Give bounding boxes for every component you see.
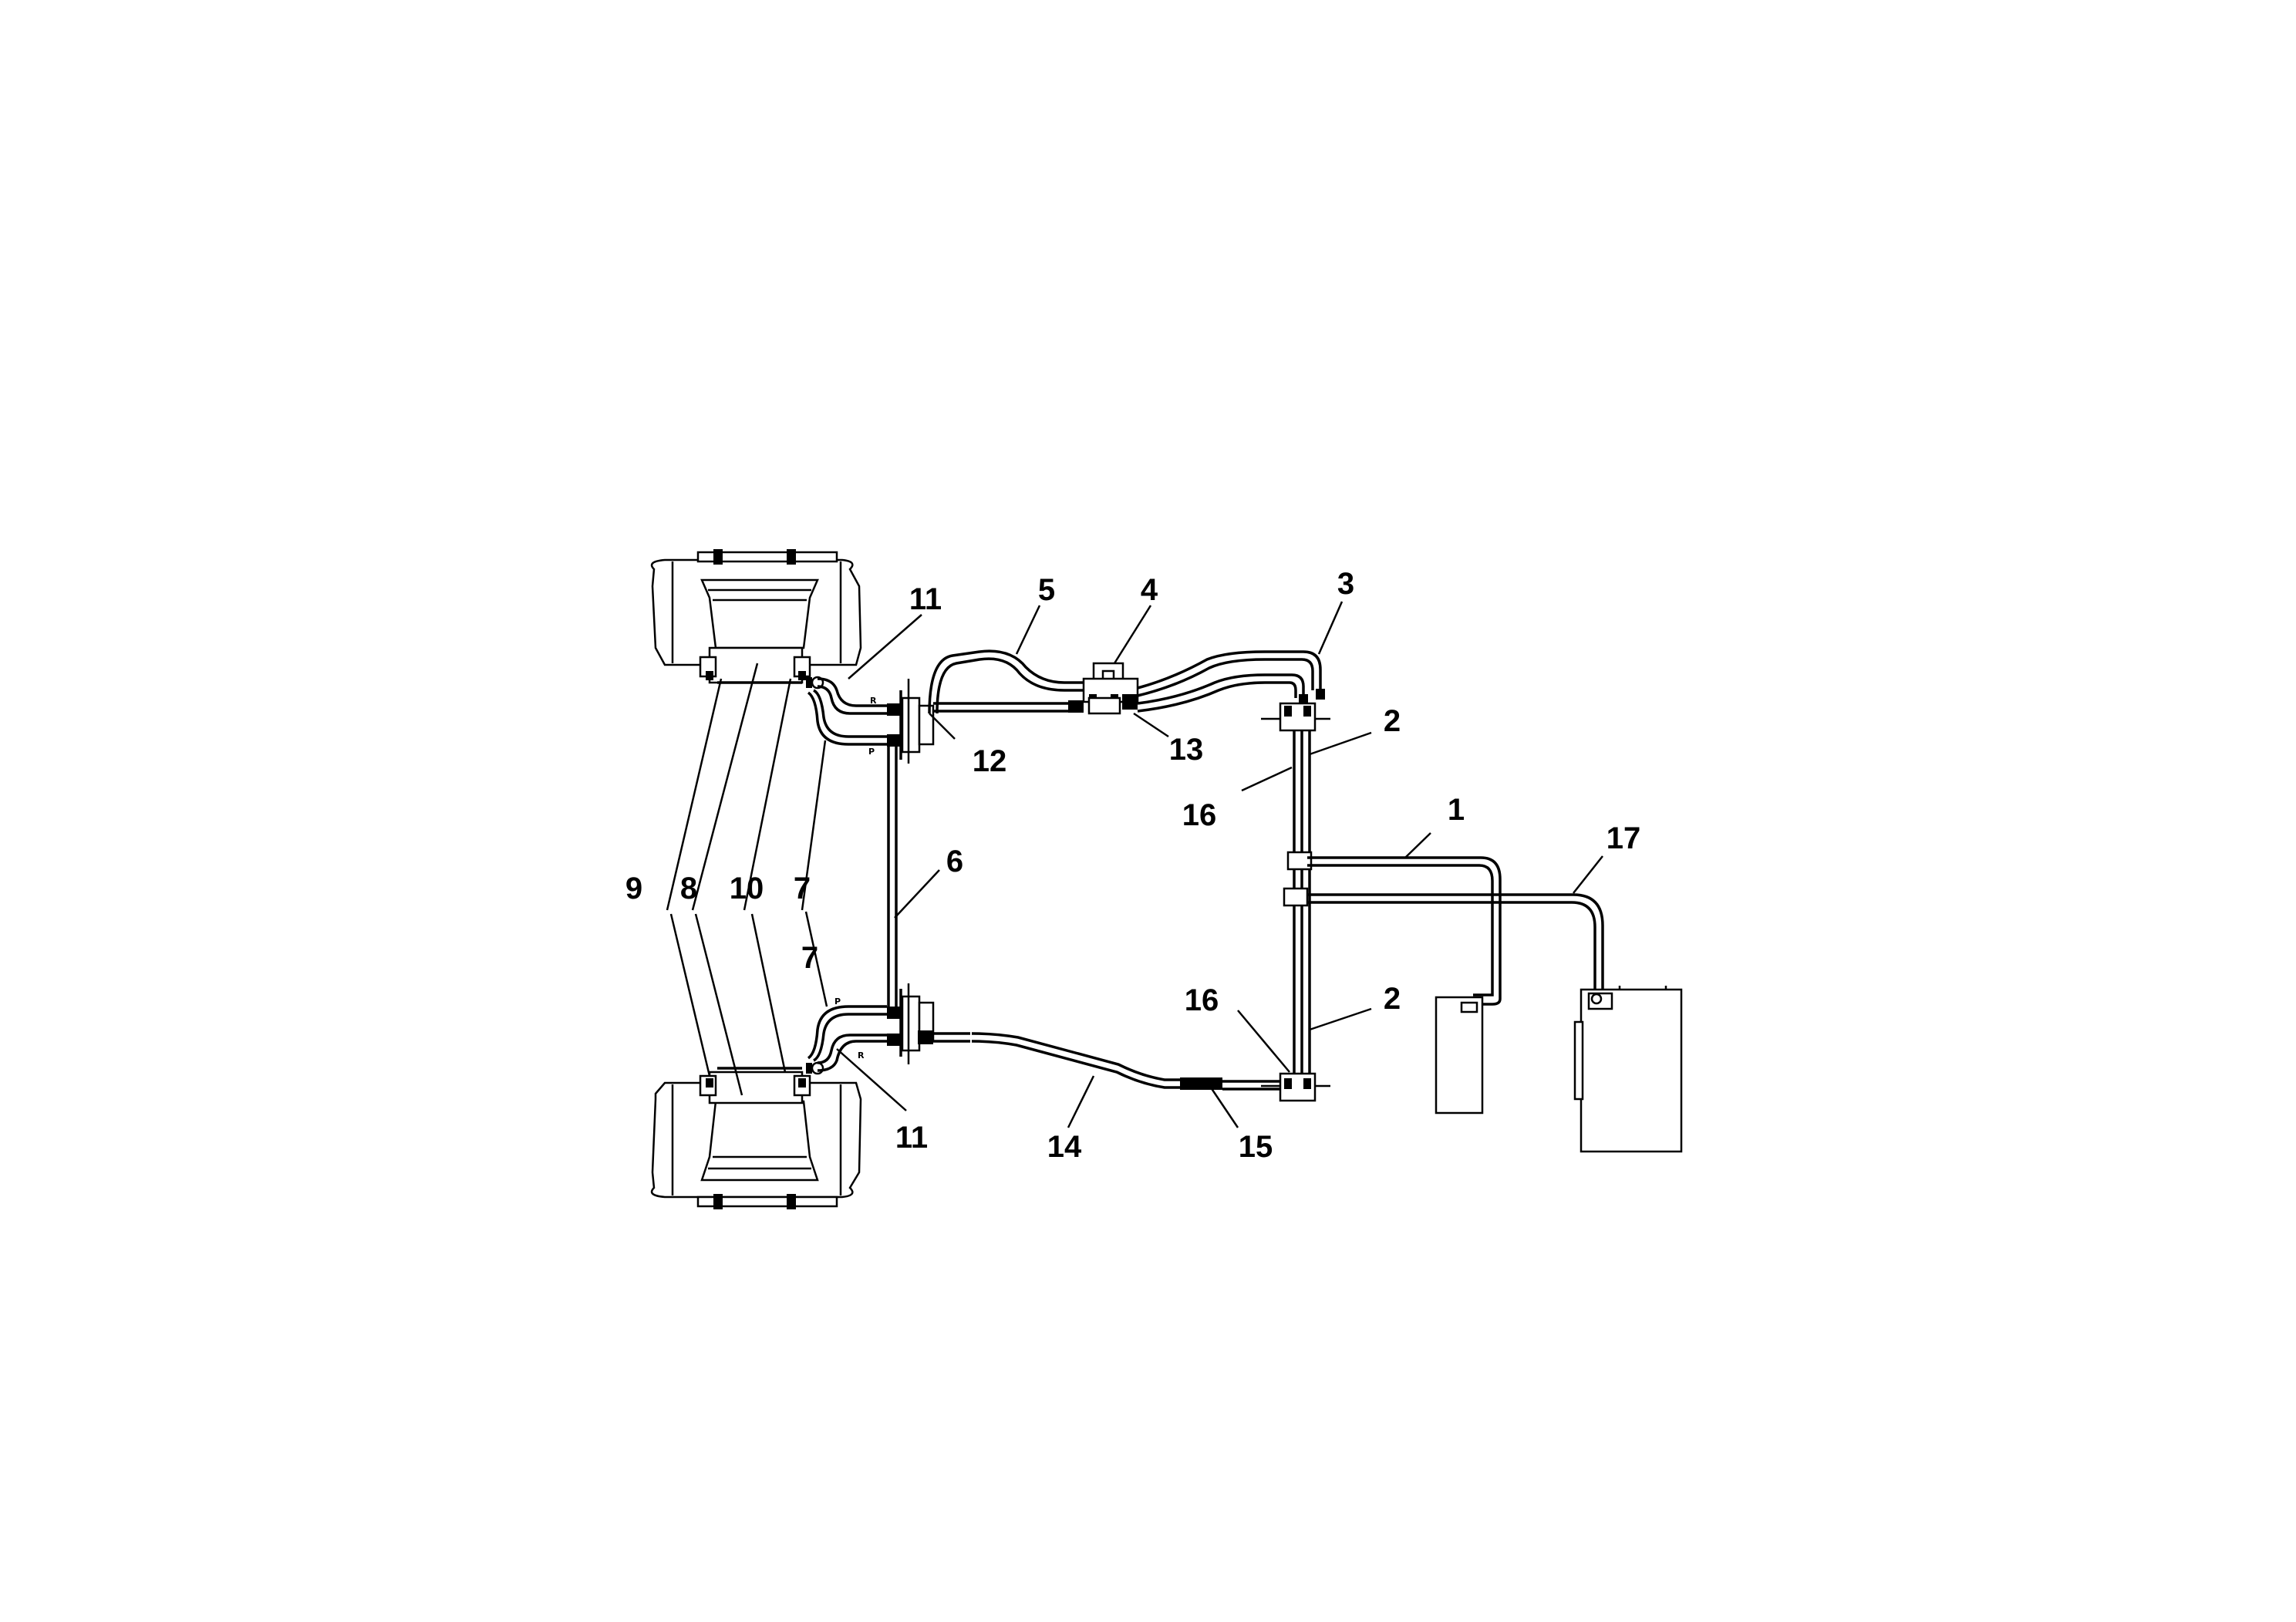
callout-1: 1 [1448, 793, 1465, 827]
callout-15: 15 [1239, 1130, 1273, 1164]
callout-2-lower: 2 [1384, 982, 1401, 1016]
callout-7-lower: 7 [801, 941, 818, 975]
callout-14: 14 [1047, 1130, 1082, 1164]
callout-10: 10 [730, 872, 764, 905]
callout-8: 8 [680, 872, 697, 905]
port-mark-p-lower: P [834, 996, 841, 1007]
callout-7: 7 [794, 872, 811, 905]
lower-wheel [650, 1061, 862, 1209]
left-hoses: R P P R [807, 677, 935, 1072]
callout-13: 13 [1169, 733, 1204, 767]
port-mark-r-upper: R [870, 696, 877, 706]
supply-lines [1307, 856, 1683, 1153]
callout-6: 6 [946, 845, 963, 878]
callout-12: 12 [973, 744, 1007, 778]
callout-5: 5 [1038, 573, 1055, 607]
port-mark-p-upper: P [868, 747, 875, 757]
top-lines [928, 649, 1325, 715]
callout-11-lower: 11 [895, 1121, 928, 1155]
leader-lines [666, 601, 1603, 1128]
callout-17: 17 [1607, 821, 1641, 855]
callout-3: 3 [1337, 567, 1354, 601]
callout-16-lower: 16 [1185, 983, 1219, 1017]
upper-wheel [650, 549, 862, 690]
callout-9: 9 [625, 872, 642, 905]
right-pipes [1261, 702, 1330, 1102]
callout-2-upper: 2 [1384, 704, 1401, 738]
callout-4: 4 [1141, 573, 1158, 607]
bottom-lines [918, 1030, 1280, 1091]
callout-11-upper: 11 [909, 582, 942, 616]
port-mark-r-lower: R [858, 1050, 865, 1061]
callout-16-upper: 16 [1182, 798, 1217, 832]
callouts: 11 5 4 3 12 13 2 16 1 17 6 9 8 10 7 7 16… [625, 567, 1640, 1164]
